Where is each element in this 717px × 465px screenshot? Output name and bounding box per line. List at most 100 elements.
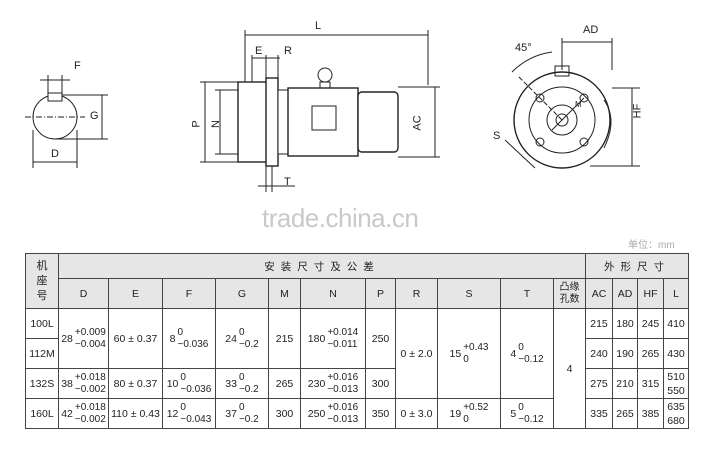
column-header: 凸缘孔数 (553, 278, 586, 309)
lower-deviation: −0.011 (327, 338, 358, 350)
nominal-value: 10 (166, 377, 179, 390)
upper-deviation: 0 (238, 326, 245, 338)
upper-deviation: +0.43 (463, 341, 489, 353)
nominal-value: 38 (61, 377, 73, 390)
lower-deviation: −0.004 (74, 338, 106, 350)
upper-deviation: +0.52 (463, 401, 489, 413)
upper-deviation: 0 (238, 401, 245, 413)
column-header: S (437, 278, 501, 309)
dim-label-F: F (74, 60, 81, 72)
dim-label-R: R (284, 45, 292, 57)
value-cell: 335 (585, 398, 613, 429)
column-header: AC (585, 278, 613, 309)
column-header: AD (612, 278, 638, 309)
column-header: L (663, 278, 689, 309)
holes-cell: 4 (553, 308, 586, 429)
outline-header: 外形尺寸 (585, 253, 689, 279)
nominal-value: 12 (166, 407, 179, 420)
lower-deviation: −0.002 (74, 413, 106, 425)
column-header-text: 凸缘孔数 (559, 281, 580, 305)
value-cell: 300 (365, 368, 396, 399)
upper-deviation: +0.016 (327, 401, 359, 413)
upper-deviation: +0.016 (327, 371, 359, 383)
value-cell: 180 (612, 308, 638, 339)
nominal-value: 4 (510, 347, 517, 360)
technical-drawings (25, 30, 640, 192)
lower-deviation: −0.002 (74, 383, 106, 395)
value-cell: 350 (365, 398, 396, 429)
lower-deviation: 0 (463, 413, 469, 425)
value-cell: 110 ± 0.43 (108, 398, 163, 429)
lower-deviation: −0.2 (238, 383, 259, 395)
column-header: M (268, 278, 301, 309)
tolerance-cell: 38+0.018−0.002 (58, 368, 109, 399)
length-value: 635 (667, 400, 685, 413)
dim-label-AD: AD (583, 24, 599, 36)
dim-label-D: D (51, 148, 59, 160)
value-cell: 245 (637, 308, 664, 339)
column-header: HF (637, 278, 664, 309)
upper-deviation: +0.018 (74, 371, 106, 383)
value-cell: 265 (268, 368, 301, 399)
frame-cell: 100L (25, 308, 59, 339)
dim-label-S: S (493, 130, 501, 142)
column-header: T (500, 278, 554, 309)
unit-label: 单位：mm (628, 240, 675, 251)
lower-deviation: −0.043 (180, 413, 212, 425)
length-value: 550 (667, 384, 685, 397)
value-cell: 300 (268, 398, 301, 429)
length-cell: 410 (663, 308, 689, 339)
frame-header: 机座号 (25, 253, 59, 309)
length-value: 410 (667, 317, 685, 330)
tolerance-cell: 180+0.014−0.011 (300, 308, 366, 369)
nominal-value: 250 (307, 407, 326, 420)
nominal-value: 33 (225, 377, 237, 390)
nominal-value: 28 (61, 332, 73, 345)
column-header: N (300, 278, 366, 309)
value-cell: 190 (612, 338, 638, 369)
length-value: 680 (667, 414, 685, 427)
side-view-drawing (200, 30, 440, 192)
lower-deviation: −0.2 (238, 413, 259, 425)
lower-deviation: −0.12 (518, 353, 544, 365)
dim-label-angle: 45° (515, 42, 532, 54)
column-header: E (108, 278, 163, 309)
value-cell: 315 (637, 368, 664, 399)
lower-deviation: −0.12 (518, 413, 544, 425)
value-cell: 250 (365, 308, 396, 369)
lower-deviation: −0.2 (238, 338, 259, 350)
column-header: G (215, 278, 269, 309)
upper-deviation: 0 (518, 341, 524, 353)
upper-deviation: +0.014 (327, 326, 359, 338)
nominal-value: 24 (225, 332, 237, 345)
value-cell: 275 (585, 368, 613, 399)
upper-deviation: 0 (518, 401, 524, 413)
install-header: 安装尺寸及公差 (58, 253, 586, 279)
tolerance-cell: 42+0.018−0.002 (58, 398, 109, 429)
upper-deviation: 0 (177, 326, 184, 338)
column-header: D (58, 278, 109, 309)
tolerance-cell: 250+0.016−0.013 (300, 398, 366, 429)
watermark: trade.china.cn (262, 203, 419, 233)
dim-label-L: L (315, 20, 322, 32)
dim-label-HF: HF (631, 103, 644, 119)
dim-label-E: E (255, 45, 263, 57)
dim-label-T: T (284, 176, 291, 188)
nominal-value: 5 (510, 407, 517, 420)
upper-deviation: 0 (180, 371, 186, 383)
upper-deviation: +0.009 (74, 326, 106, 338)
dim-label-G: G (90, 110, 99, 122)
value-cell: 240 (585, 338, 613, 369)
shaft-section-drawing (25, 75, 108, 168)
length-value: 430 (667, 347, 685, 360)
frame-cell: 132S (25, 368, 59, 399)
nominal-value: 37 (225, 407, 237, 420)
